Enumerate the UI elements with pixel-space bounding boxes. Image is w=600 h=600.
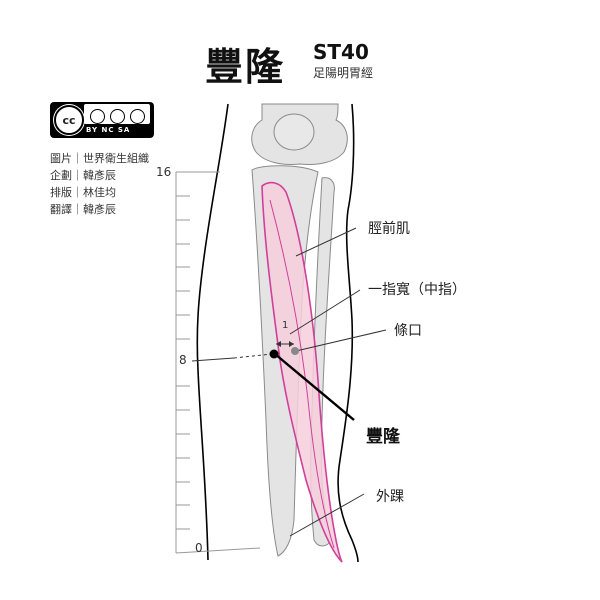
scale-bottom-tick (175, 547, 261, 554)
finger-width-mark: 1 (282, 320, 289, 331)
finger-width-arrow-head-left (276, 341, 281, 347)
finger-width-leader (289, 289, 361, 335)
finger-width-label: 一指寬（中指） (368, 282, 466, 298)
cc-license-labels: BY NC SA (86, 126, 131, 134)
patella-bone (273, 113, 315, 151)
main-point-label: 豐隆 (366, 427, 400, 447)
scale-mid-dashed (233, 353, 273, 359)
neighbor-point-leader (295, 329, 387, 352)
tibialis-anterior-muscle (261, 181, 343, 563)
leg-outline-right (337, 103, 359, 563)
acupoint-code: ST40 (313, 40, 369, 64)
credit-line-layout: 排版｜林佳均 (50, 186, 116, 199)
meridian-name: 足陽明胃經 (313, 66, 374, 80)
credits: 圖片｜世界衛生組織 企劃｜韓彥辰 排版｜林佳均 翻譯｜韓彥辰 (50, 150, 149, 218)
ankle-label: 外踝 (376, 489, 404, 505)
acupoint-title: 豐隆 (205, 45, 286, 89)
cc-icon-strip (84, 104, 150, 124)
scale-mid-line (191, 357, 235, 362)
finger-width-arrow-head-right (289, 341, 294, 347)
scale-ticks (176, 195, 190, 530)
neighbor-point-label: 條口 (394, 323, 422, 339)
cc-by-icon (90, 109, 105, 124)
credit-line-image: 圖片｜世界衛生組織 (50, 152, 149, 165)
ankle-leader (289, 493, 365, 537)
credit-line-planning: 企劃｜韓彥辰 (50, 169, 116, 182)
credit-line-translation: 翻譯｜韓彥辰 (50, 203, 116, 216)
scale-label-bottom: 0 (195, 541, 203, 555)
cc-license-badge: cc BY NC SA (50, 102, 154, 138)
muscle-label: 脛前肌 (368, 221, 410, 237)
muscle-inner-line (269, 199, 335, 549)
main-point-leader (274, 353, 355, 421)
fenglong-point-marker (269, 349, 279, 359)
cc-sa-icon (130, 109, 145, 124)
scale-label-mid: 8 (179, 353, 187, 367)
tiaokou-point-marker (291, 347, 299, 355)
cc-nc-icon (110, 109, 125, 124)
scale-label-top: 16 (156, 165, 172, 179)
muscle-leader (295, 227, 357, 257)
cc-logo-icon: cc (54, 105, 84, 135)
leg-outline (196, 103, 229, 561)
